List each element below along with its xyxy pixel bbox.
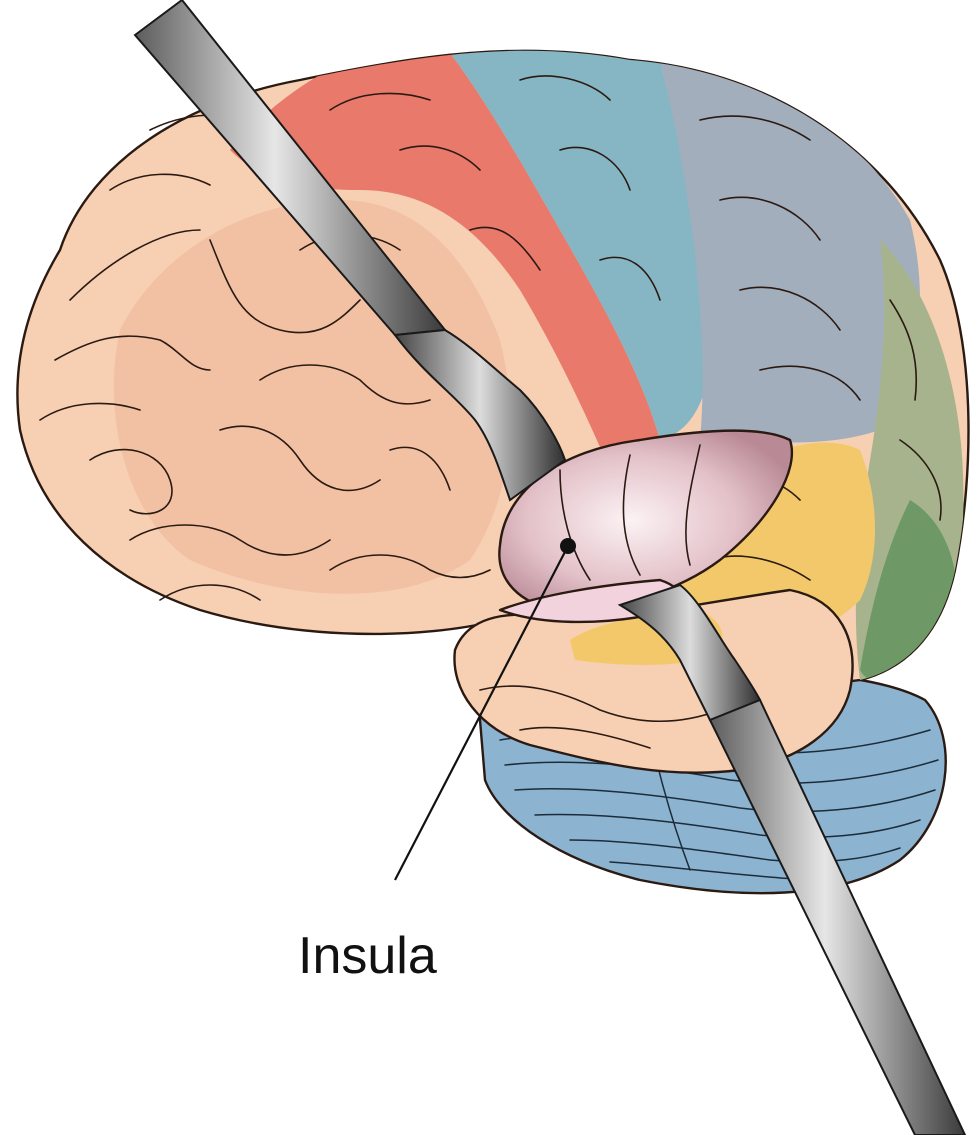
precentral-gyrus	[230, 50, 660, 470]
insula-marker-dot	[560, 538, 576, 554]
lower-retractor	[617, 583, 967, 1135]
insula-label: Insula	[298, 927, 437, 985]
cerebellum-fold	[569, 839, 901, 863]
parietal-lobe	[660, 60, 920, 443]
cerebellum-fold	[504, 759, 939, 784]
insula-gyrus-line	[685, 444, 701, 566]
cerebellum-fold	[534, 813, 921, 839]
insula-leader-line	[394, 545, 569, 881]
cerebellum-fold	[514, 787, 936, 813]
insula-gyrus-line	[559, 469, 591, 581]
parietal-sulci	[329, 75, 942, 521]
lower-retractor-shaft	[708, 698, 967, 1135]
frontal-sulci	[39, 114, 491, 601]
cerebellum-fold	[609, 861, 811, 881]
insula-gyrus-line	[622, 454, 641, 576]
postcentral-gyrus	[440, 50, 711, 440]
upper-retractor	[133, 0, 567, 502]
temporal-sulci	[479, 475, 811, 749]
upper-retractor-blade	[393, 328, 567, 502]
